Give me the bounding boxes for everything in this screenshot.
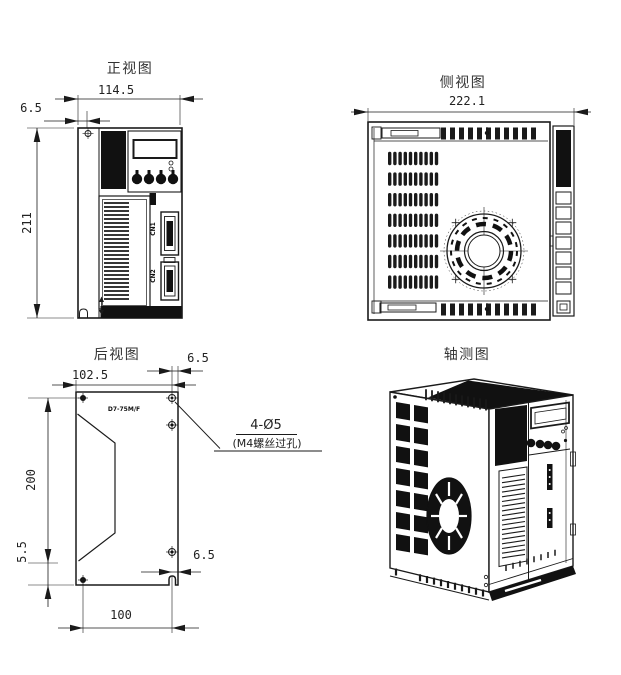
- front-dim-width-label: 114.5: [98, 83, 134, 97]
- rear-hole-top-right: [166, 392, 178, 404]
- rear-dim-edge-bottom-label: 6.5: [193, 548, 215, 562]
- cn2-label: CN2: [150, 269, 157, 283]
- rear-dim-width: 102.5: [52, 368, 196, 391]
- front-dim-edge: 6.5: [20, 101, 110, 143]
- side-fan: [440, 207, 528, 295]
- front-dim-width: 114.5: [55, 83, 203, 125]
- rear-dim-hole-span: 100: [58, 584, 199, 633]
- iso-view-title: 轴测图: [444, 347, 491, 363]
- front-keypad: [131, 170, 179, 185]
- side-terminal-strip: [552, 125, 575, 317]
- side-view-title: 侧视图: [440, 75, 487, 91]
- rear-dim-hole-span-label: 100: [110, 608, 132, 622]
- iso-side-vents: [396, 402, 428, 556]
- rear-plate-drawing: D7-75M/F: [75, 391, 179, 586]
- front-operator-panel: [127, 130, 182, 193]
- side-view: 侧视图 222.1: [351, 75, 591, 321]
- front-bottom-bar: [100, 306, 182, 318]
- rear-dim-edge-top: 6.5: [147, 351, 209, 391]
- front-mount-hole: [82, 128, 94, 139]
- front-dim-height-label: 211: [20, 212, 34, 234]
- front-dark-panel: [101, 131, 126, 189]
- rear-dim-width-label: 102.5: [72, 368, 108, 382]
- iso-device-drawing: [389, 378, 576, 601]
- front-bottom-slot: [79, 308, 88, 318]
- iso-front-panel: [488, 400, 576, 585]
- rear-hole-note: 4-Ø5 (M4螺丝过孔): [174, 401, 322, 452]
- rear-hole-bottom-right: [166, 546, 178, 558]
- side-dim-depth-label: 222.1: [449, 94, 485, 108]
- iso-keypad: [526, 438, 568, 451]
- front-display: [132, 139, 178, 159]
- iso-top-fins: [425, 389, 487, 411]
- front-view-title: 正视图: [107, 61, 154, 77]
- rear-hole-note-line2: (M4螺丝过孔): [232, 437, 301, 450]
- side-bottom-cap: [371, 300, 534, 316]
- front-device-drawing: CN1 CN2: [77, 127, 183, 319]
- rear-hole-top-left: [78, 393, 88, 403]
- cn2-connector: [160, 261, 180, 301]
- rear-view: 后视图 102.5 6.5 D7-75M/F: [15, 347, 322, 633]
- rear-dim-height: 200: [24, 397, 79, 564]
- front-view: 正视图 114.5 6.5 211: [20, 61, 203, 319]
- iso-side-connectors: [547, 464, 553, 528]
- rear-dim-height-label: 200: [24, 469, 38, 491]
- side-top-cap: [371, 127, 534, 140]
- cn1-connector: [160, 211, 180, 256]
- rear-dim-bottom-offset: 5.5: [15, 541, 74, 607]
- front-adjust-arrow: [99, 296, 104, 316]
- iso-display: [530, 401, 570, 430]
- side-device-drawing: [367, 121, 575, 321]
- rear-hole-bottom-left: [78, 575, 88, 585]
- cn1-label: CN1: [150, 222, 157, 236]
- rear-dim-edge-bottom: 6.5: [141, 548, 215, 576]
- rear-model-label: D7-75M/F: [108, 406, 140, 413]
- front-dim-edge-label: 6.5: [20, 101, 42, 115]
- rear-hole-note-line1: 4-Ø5: [250, 418, 281, 433]
- front-dim-height: 211: [20, 127, 74, 319]
- rear-dim-edge-top-label: 6.5: [187, 351, 209, 365]
- iso-fan: [426, 477, 472, 555]
- side-dim-depth: 222.1: [351, 94, 591, 125]
- rear-bend-line: [77, 413, 116, 562]
- iso-view: 轴测图: [389, 347, 576, 601]
- iso-base: [489, 566, 576, 601]
- rear-dim-bottom-offset-label: 5.5: [15, 541, 29, 563]
- rear-view-title: 后视图: [94, 347, 141, 363]
- iso-bottom-feet: [389, 568, 490, 601]
- rear-hole-mid-right: [166, 419, 178, 431]
